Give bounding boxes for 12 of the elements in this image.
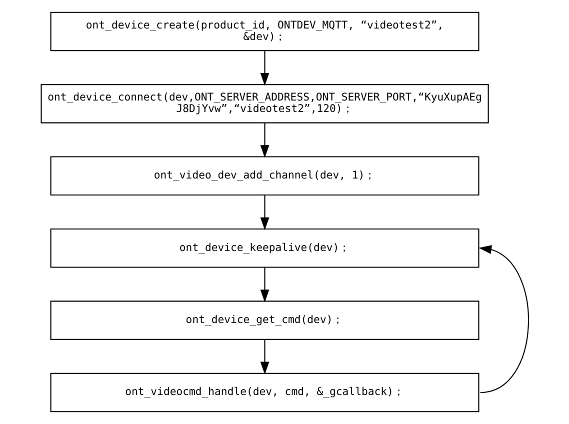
arrow (260, 340, 269, 375)
node-box: ont_video_dev_add_channel(dev, 1)； (50, 156, 479, 196)
arrow (478, 245, 528, 394)
arrow (260, 50, 269, 86)
node-box: ont_device_create(product_id, ONTDEV_MQTT, “videotest2”, &dev)； (50, 12, 479, 52)
node-box: ont_videocmd_handle(dev, cmd, &_gcallback)； (50, 372, 479, 412)
node-box: ont_device_keepalive(dev)； (50, 228, 479, 268)
node-box: ont_device_get_cmd(dev)； (50, 300, 479, 340)
arrow (260, 268, 269, 302)
node-box: ont_device_connect(dev,ONT_SERVER_ADDRESS,ONT_SERVER_PORT,“KyuXupAEg J8DjYvw”,“videotest2”,120)； (40, 84, 488, 124)
arrow (260, 123, 269, 158)
arrow (260, 195, 269, 230)
